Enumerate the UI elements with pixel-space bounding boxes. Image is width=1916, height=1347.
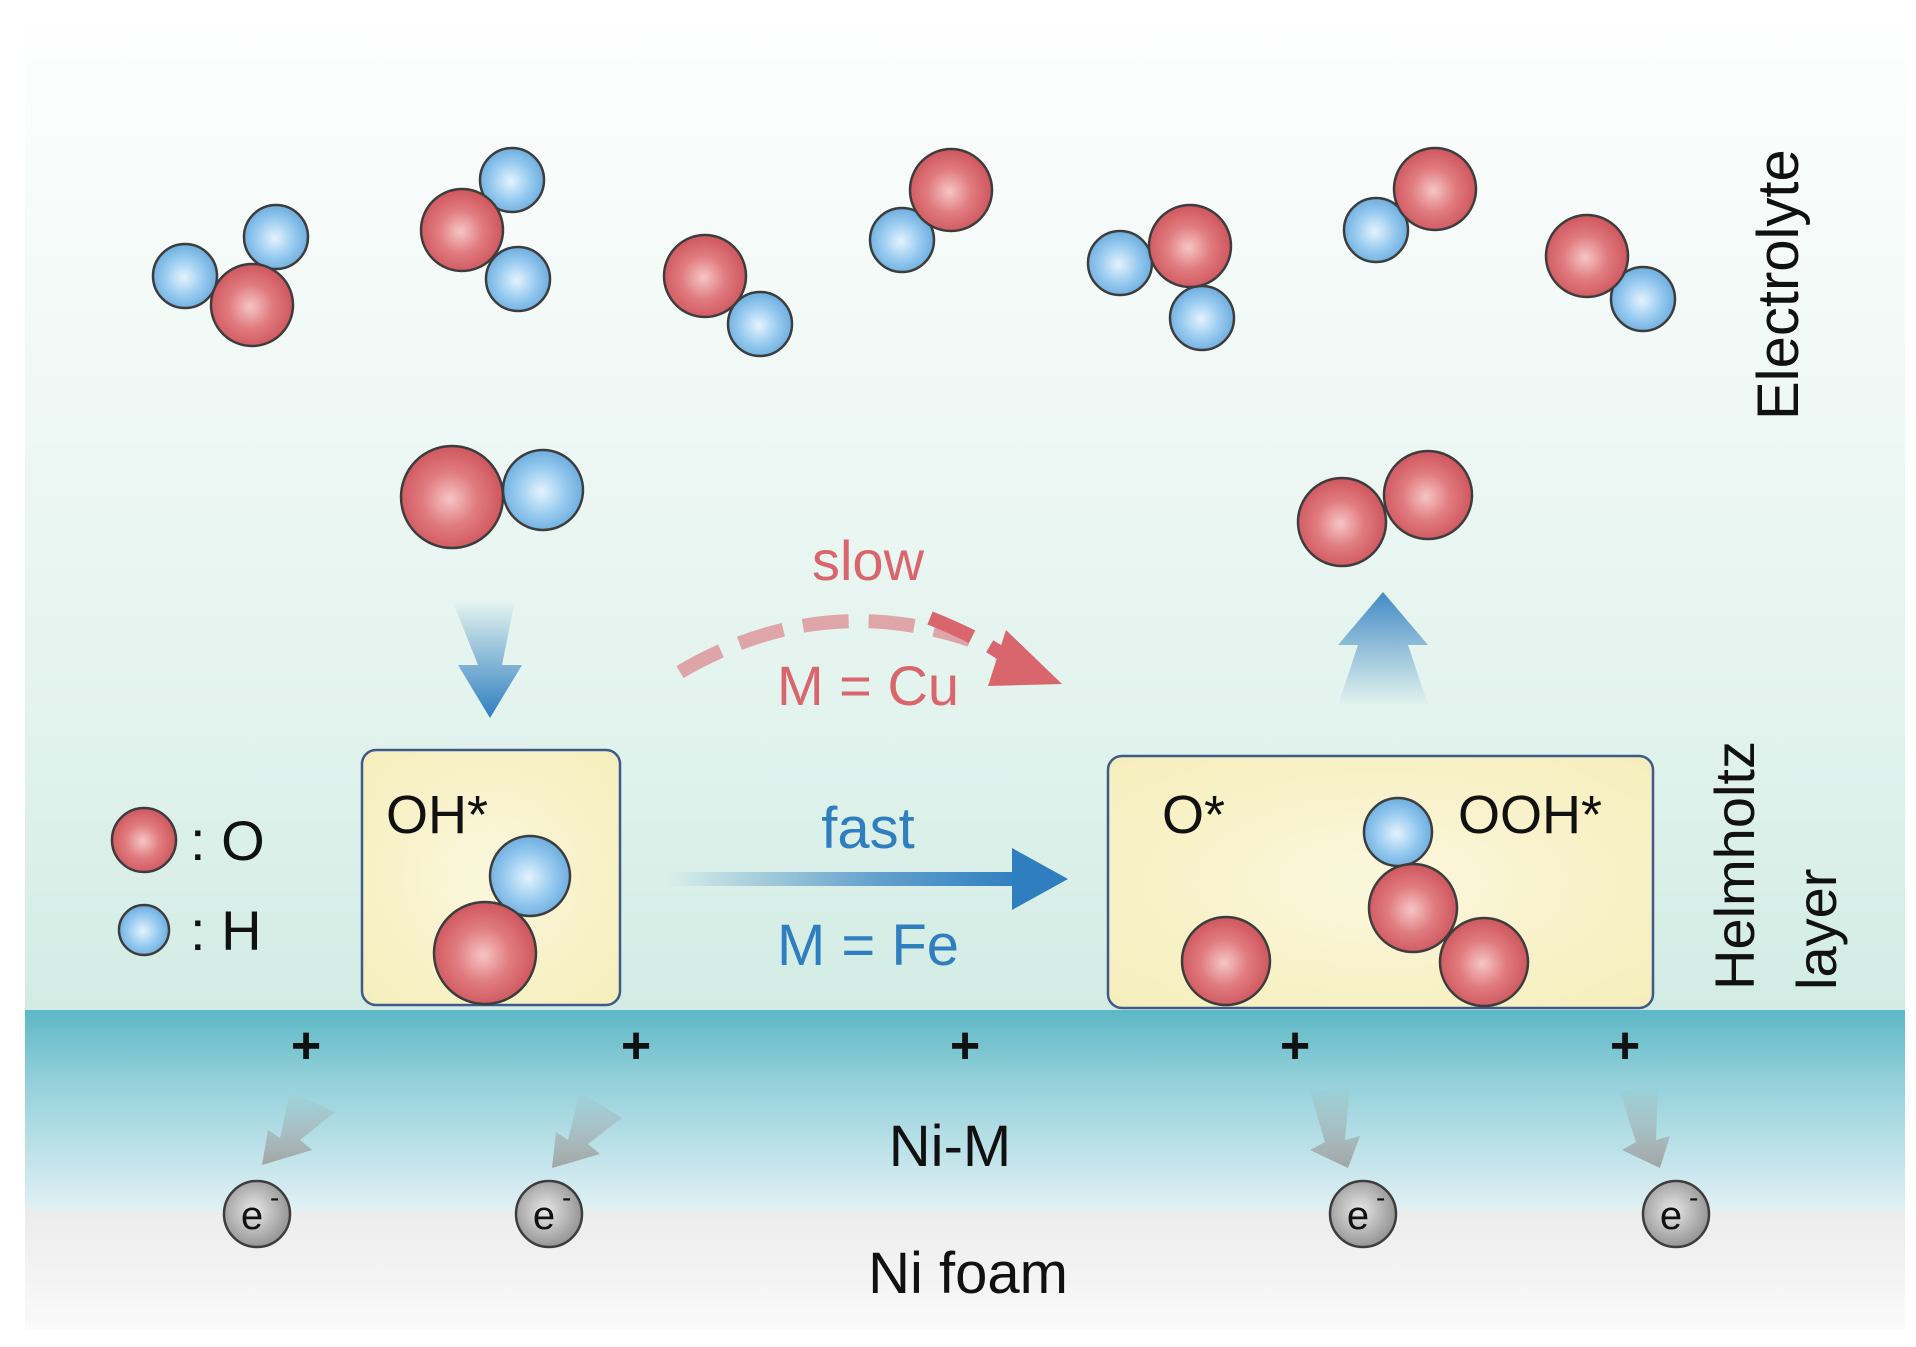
- m-fe-label: M = Fe: [777, 913, 959, 978]
- oh-star-label: OH*: [386, 785, 488, 845]
- plus-sign: +: [950, 1017, 980, 1075]
- released-o2-molecule: [1296, 449, 1474, 568]
- electron: e -: [222, 1179, 292, 1249]
- electrolyte-label: Electrolyte: [1746, 149, 1811, 420]
- plus-sign: +: [621, 1017, 651, 1075]
- electron: e -: [514, 1179, 584, 1249]
- hydrogen-atom: [484, 245, 552, 313]
- electron-transfer-arrows: [262, 1085, 1670, 1168]
- layer-label: layer: [1785, 869, 1848, 990]
- electrons: e - e - e - e -: [222, 1179, 1711, 1249]
- electrolyte-molecules: [151, 146, 1677, 358]
- o-star-label: O*: [1162, 785, 1225, 845]
- surface-charges: + + + + +: [291, 1017, 1640, 1075]
- slow-label: slow: [812, 529, 925, 592]
- hydrogen-atom: [1342, 196, 1410, 264]
- legend: : O : H: [110, 806, 265, 962]
- legend-hydrogen-label: : H: [190, 899, 262, 962]
- electron-symbol: e: [1347, 1194, 1369, 1238]
- oxygen-atom: [1296, 476, 1388, 568]
- electron-superscript: -: [1376, 1182, 1385, 1213]
- oxygen-atom: [419, 187, 505, 273]
- m-cu-label: M = Cu: [777, 654, 959, 717]
- oxygen-atom: [908, 147, 994, 233]
- ni-m-label: Ni-M: [889, 1114, 1011, 1179]
- hydrogen-atom: [151, 242, 219, 310]
- ni-m-layer: [25, 1010, 1905, 1212]
- oxygen-atom: [1544, 213, 1630, 299]
- legend-hydrogen-swatch: [117, 903, 171, 957]
- ooh-star-label: OOH*: [1458, 785, 1602, 845]
- plus-sign: +: [291, 1017, 321, 1075]
- electron: e -: [1641, 1179, 1711, 1249]
- hydrogen-atom: [1609, 265, 1677, 333]
- hydrogen-atom: [1086, 229, 1154, 297]
- oxygen-atom: [1392, 146, 1478, 232]
- incoming-oh-molecule: [399, 444, 585, 550]
- electron-symbol: e: [241, 1194, 263, 1238]
- oxygen-atom: [432, 900, 538, 1006]
- desorption-arrow: [1338, 592, 1428, 705]
- helmholtz-label: Helmholtz: [1703, 741, 1766, 990]
- adsorption-arrow: [452, 600, 522, 718]
- electron-symbol: e: [1660, 1194, 1682, 1238]
- hydrogen-atom: [1168, 284, 1236, 352]
- fast-label: fast: [821, 796, 915, 861]
- oxygen-atom: [1367, 862, 1459, 954]
- hydrogen-atom: [488, 834, 572, 918]
- ni-foam-label: Ni foam: [868, 1241, 1068, 1306]
- legend-oxygen-label: : O: [190, 809, 265, 872]
- plus-sign: +: [1280, 1017, 1310, 1075]
- oxygen-atom: [1147, 203, 1233, 289]
- oxygen-atom: [209, 262, 295, 348]
- hydrogen-atom: [1362, 796, 1434, 868]
- hydrogen-atom: [726, 290, 794, 358]
- oxygen-atom: [662, 233, 748, 319]
- legend-oxygen-swatch: [110, 806, 178, 874]
- oxygen-atom: [399, 444, 505, 550]
- oxygen-atom: [1382, 449, 1474, 541]
- hydrogen-atom: [868, 206, 936, 274]
- hydrogen-atom: [478, 146, 546, 214]
- hydrogen-atom: [242, 203, 310, 271]
- electron-superscript: -: [270, 1182, 279, 1213]
- oxygen-atom: [1438, 916, 1530, 1008]
- electron-superscript: -: [562, 1182, 571, 1213]
- o-ooh-star-box: [1106, 754, 1655, 1010]
- electron-superscript: -: [1689, 1182, 1698, 1213]
- hydrogen-atom: [501, 448, 585, 532]
- fast-pathway-arrow: [668, 848, 1068, 910]
- electron-symbol: e: [533, 1194, 555, 1238]
- ni-foam-layer: [25, 1210, 1905, 1330]
- electron: e -: [1328, 1179, 1398, 1249]
- plus-sign: +: [1610, 1017, 1640, 1075]
- slow-pathway-arrow: [676, 611, 1062, 686]
- oxygen-atom: [1180, 915, 1272, 1007]
- oh-star-box: [360, 748, 622, 1007]
